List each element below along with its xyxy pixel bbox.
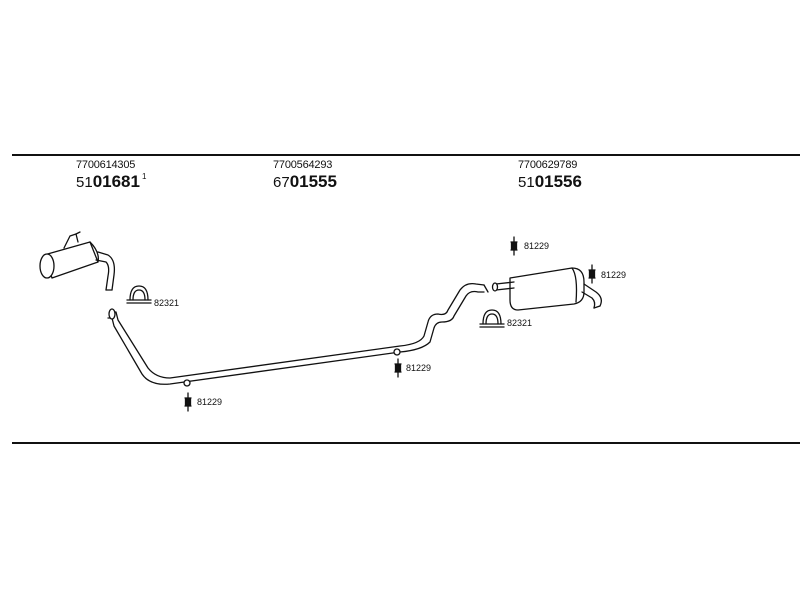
middle-pipe	[107, 282, 489, 387]
ref-main: 01555	[289, 172, 337, 191]
clamp-callout-right: 82321	[507, 318, 533, 328]
top-divider	[12, 154, 800, 156]
rubber-hanger-icon	[510, 236, 518, 256]
clamp-icon	[479, 309, 505, 328]
ref-suffix: 1	[141, 172, 147, 181]
hanger-callout-front-pipe: 81229	[197, 397, 223, 407]
bottom-divider	[12, 442, 800, 444]
oem-number: 7700614305	[76, 159, 136, 171]
front-silencer	[39, 231, 116, 291]
rubber-hanger-icon	[184, 392, 192, 412]
part-header-rear-silencer: 7700629789 5101556	[518, 160, 584, 191]
part-reference: 6701555	[273, 173, 339, 191]
ref-prefix: 51	[76, 174, 93, 191]
part-reference: 5101556	[518, 173, 584, 191]
ref-main: 01556	[534, 172, 582, 191]
hanger-callout-rear-top: 81229	[524, 241, 550, 251]
rubber-hanger-icon	[394, 358, 402, 378]
rubber-hanger-icon	[588, 264, 596, 284]
oem-number: 7700564293	[273, 159, 333, 171]
hanger-callout-rear-box: 81229	[601, 270, 627, 280]
ref-prefix: 51	[518, 174, 535, 191]
rear-silencer	[491, 267, 602, 311]
hanger-callout-mid-pipe: 81229	[406, 363, 432, 373]
ref-prefix: 67	[273, 174, 290, 191]
clamp-icon	[126, 285, 152, 304]
oem-number: 7700629789	[518, 159, 578, 171]
clamp-callout-left: 82321	[154, 298, 180, 308]
part-header-middle-pipe: 7700564293 6701555	[273, 160, 339, 191]
ref-main: 01681	[92, 172, 140, 191]
